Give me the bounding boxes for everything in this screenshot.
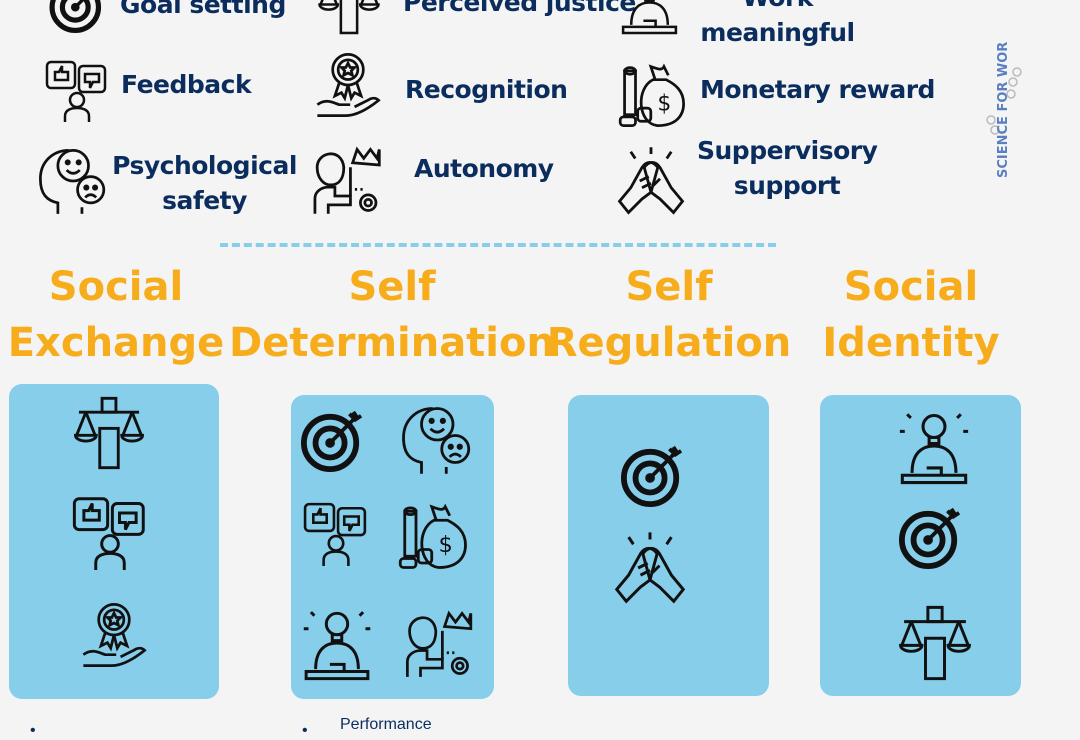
award-hand-icon <box>79 596 149 674</box>
autonomy-icon <box>403 607 473 681</box>
social-identity-box <box>820 395 1021 696</box>
target-icon <box>46 0 108 33</box>
label-line: Suppervisory <box>697 136 878 165</box>
money-bag-icon <box>397 500 471 572</box>
science-for-work-logo: SCIENCE FOR WORK <box>986 42 1022 178</box>
theory-heading-social-identity: Social Identity <box>822 259 999 371</box>
money-bag-icon <box>617 60 689 130</box>
label-line: Work <box>700 0 855 15</box>
label-line: safety <box>162 186 247 215</box>
heading-line: Exchange <box>7 320 225 366</box>
heading-line: Social <box>48 264 184 310</box>
target-icon <box>301 410 363 472</box>
justice-scales-icon <box>310 0 388 35</box>
legend-label-work-meaningful: Work meaningful <box>700 0 855 50</box>
dashed-divider <box>220 243 776 247</box>
label-line: meaningful <box>700 18 855 47</box>
target-icon <box>620 445 684 507</box>
autonomy-icon <box>310 145 382 216</box>
heading-line: Self <box>348 264 436 310</box>
heading-line: Identity <box>822 320 1000 366</box>
self-regulation-box <box>568 395 769 696</box>
heading-line: Regulation <box>546 320 792 366</box>
footer-performance-text: Performance <box>340 716 432 733</box>
social-exchange-box <box>9 384 219 699</box>
justice-scales-icon <box>69 396 149 470</box>
feedback-icon <box>71 494 149 570</box>
legend-label-psychological-safety: Psychological safety <box>112 148 297 218</box>
legend-label-autonomy: Autonomy <box>414 154 554 183</box>
psychology-head-icon <box>36 145 106 217</box>
heading-line: Determination <box>229 320 555 366</box>
handshake-icon <box>612 530 688 606</box>
bullet: • <box>302 722 308 739</box>
handshake-icon <box>614 145 688 217</box>
meditation-lightbulb-icon <box>299 605 375 681</box>
legend-label-perceived-justice: Perceived justice <box>403 0 636 17</box>
bullet: • <box>30 722 36 739</box>
legend-label-supervisory-support: Suppervisory support <box>697 133 878 203</box>
feedback-icon <box>303 500 369 566</box>
feedback-icon <box>44 58 110 122</box>
psychology-head-icon <box>399 403 471 477</box>
legend-label-recognition: Recognition <box>405 75 568 104</box>
heading-line: Social <box>843 264 979 310</box>
target-icon <box>898 507 962 569</box>
justice-scales-icon <box>896 605 974 681</box>
legend-label-feedback: Feedback <box>121 70 252 99</box>
legend-label-monetary-reward: Monetary reward <box>700 75 935 104</box>
legend-label-goal-setting: Goal setting <box>120 0 286 19</box>
award-hand-icon <box>313 47 383 123</box>
meditation-lightbulb-icon <box>894 407 974 485</box>
label-line: support <box>733 171 841 200</box>
theory-heading-social-exchange: Social Exchange <box>8 259 225 371</box>
label-line: Psychological <box>112 151 297 180</box>
self-determination-box <box>291 395 494 699</box>
theory-heading-self-determination: Self Determination <box>229 259 555 371</box>
logo-text: SCIENCE FOR WORK <box>996 42 1011 178</box>
theory-heading-self-regulation: Self Regulation <box>547 259 792 371</box>
meditation-lightbulb-icon <box>612 0 687 35</box>
heading-line: Self <box>625 264 713 310</box>
